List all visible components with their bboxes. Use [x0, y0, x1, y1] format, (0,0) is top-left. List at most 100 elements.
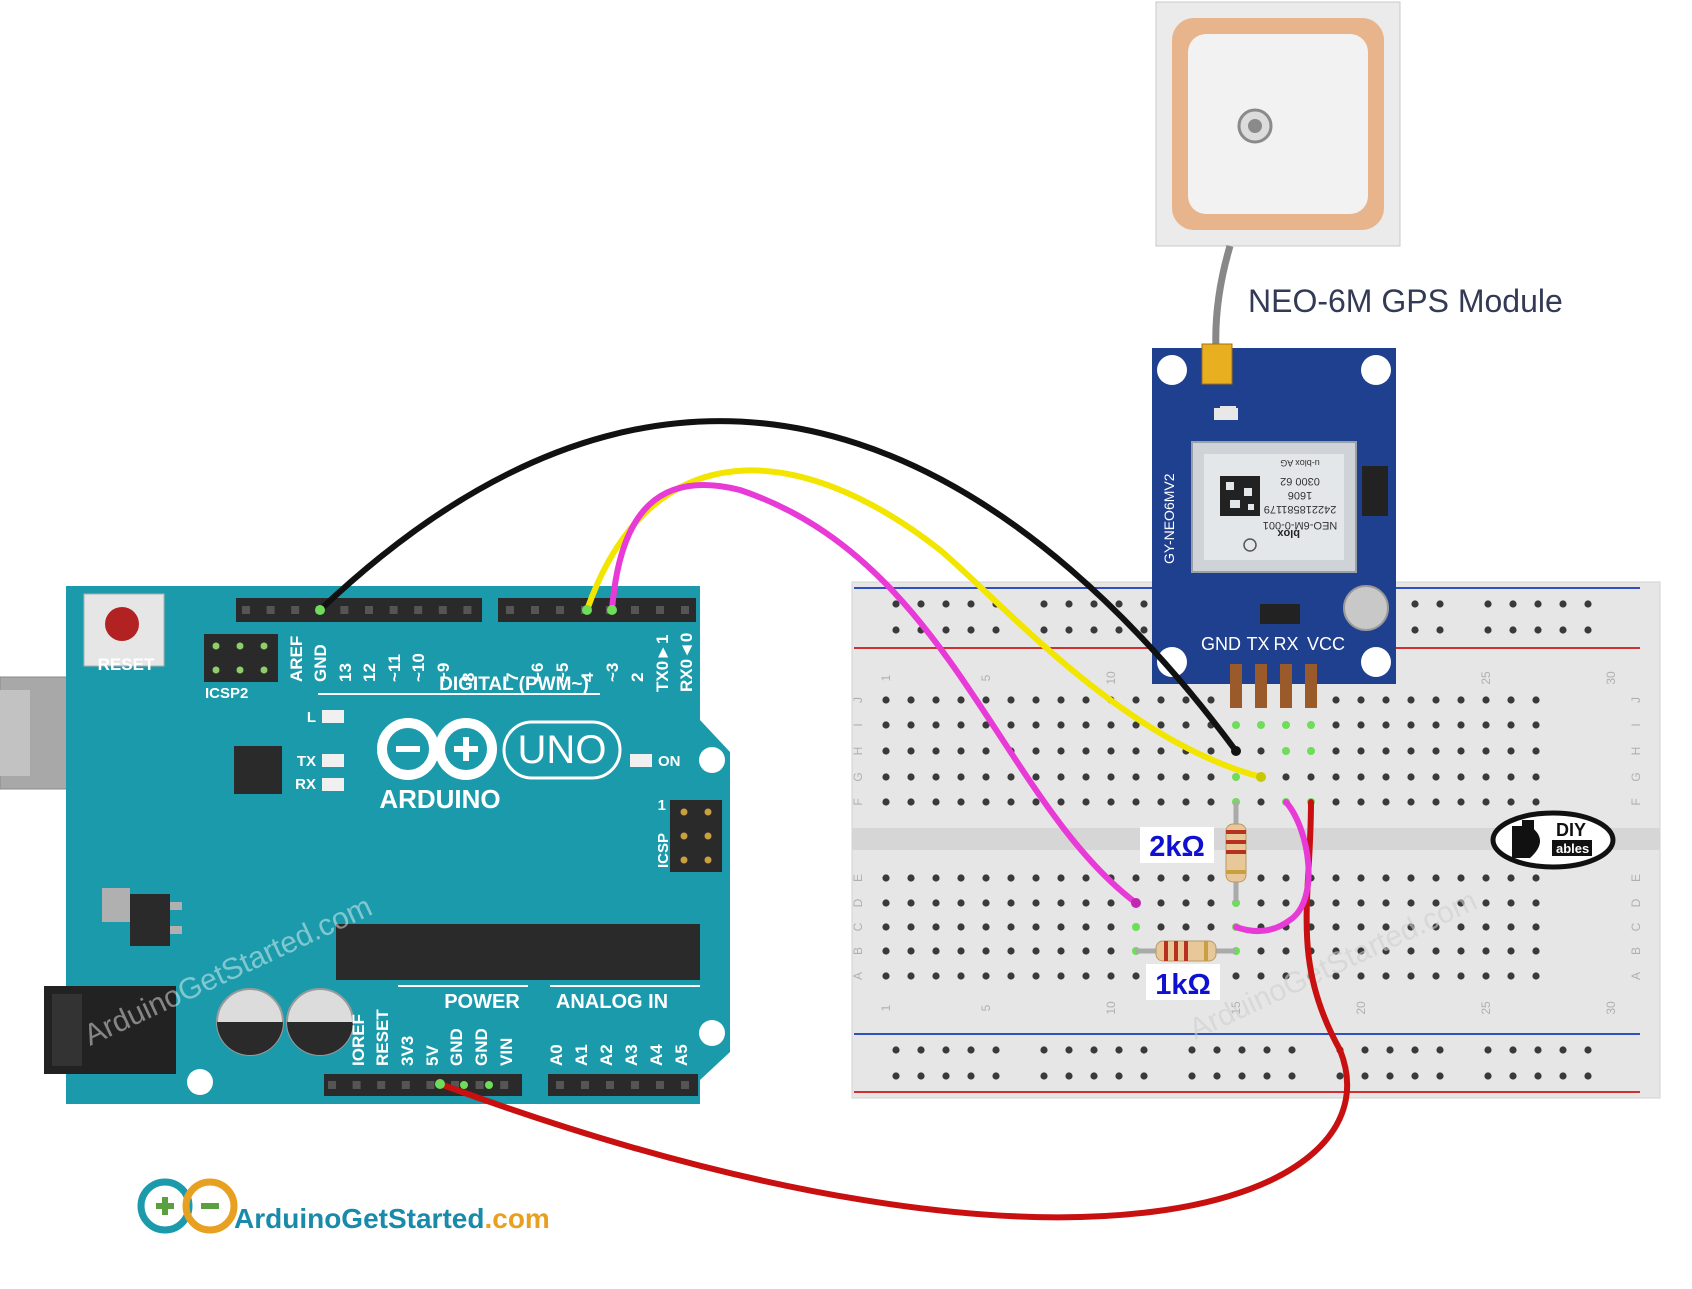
breadboard-hole: [982, 947, 990, 955]
breadboard-hole: [932, 899, 940, 907]
breadboard-hole: [1482, 747, 1490, 755]
breadboard-hole: [1157, 874, 1165, 882]
eeprom-chip: [1362, 466, 1388, 516]
breadboard-column-number: 30: [1604, 1001, 1618, 1015]
header-hole: [291, 606, 300, 614]
breadboard-hole: [882, 696, 890, 704]
breadboard-hole: [1407, 923, 1415, 931]
breadboard-labels: 115510101515202025253030JJIIHHGGFFEEDDCC…: [851, 671, 1643, 1015]
breadboard-hole: [1157, 899, 1165, 907]
breadboard-hole: [1507, 874, 1515, 882]
breadboard-hole: [1532, 972, 1540, 980]
rail-hole: [1115, 1072, 1123, 1080]
dc-jack-face: [52, 994, 82, 1066]
power-title: POWER: [444, 991, 520, 1013]
breadboard-hole: [1332, 773, 1340, 781]
header-hole: [656, 606, 664, 614]
gps-header-pins: [1230, 664, 1317, 708]
rail-hole: [992, 1046, 1000, 1054]
rail-hole: [1484, 1072, 1492, 1080]
breadboard-hole: [1082, 798, 1090, 806]
power-pin-label: IOREF: [349, 1014, 368, 1066]
breadboard-hole: [1382, 923, 1390, 931]
header-hole: [656, 1081, 664, 1089]
breadboard-hole: [1407, 947, 1415, 955]
rail-hole: [1188, 1072, 1196, 1080]
breadboard-column-number: 20: [1354, 1001, 1368, 1015]
breadboard-hole: [957, 721, 965, 729]
breadboard-row-letter: D: [1629, 898, 1643, 907]
breadboard-hole: [1082, 747, 1090, 755]
breadboard-hole: [882, 923, 890, 931]
breadboard-hole: [1357, 721, 1365, 729]
breadboard-hole: [1007, 899, 1015, 907]
rail-hole: [1411, 1072, 1419, 1080]
rail-hole: [1140, 626, 1148, 634]
breadboard-hole: [1332, 747, 1340, 755]
mounting-hole: [187, 1069, 213, 1095]
breadboard-hole: [1407, 747, 1415, 755]
breadboard-hole: [1432, 696, 1440, 704]
breadboard-hole: [1382, 721, 1390, 729]
rail-hole: [1288, 1072, 1296, 1080]
gps-board-label: GY-NEO6MV2: [1161, 473, 1177, 564]
gps-pin-label: GND: [1201, 634, 1241, 654]
breadboard-hole: [982, 798, 990, 806]
breadboard-hole: [982, 721, 990, 729]
breadboard-hole: [1532, 947, 1540, 955]
led-rx-label: RX: [295, 776, 316, 793]
rail-hole: [1213, 1072, 1221, 1080]
breadboard-hole: [957, 923, 965, 931]
rail-hole: [892, 1072, 900, 1080]
breadboard-hole: [932, 972, 940, 980]
rail-hole: [1436, 1046, 1444, 1054]
rail-hole: [967, 600, 975, 608]
resistor-2k-label: 2kΩ: [1140, 827, 1214, 863]
rail-hole: [917, 600, 925, 608]
digital-pin-label: GND: [311, 644, 330, 682]
rail-hole: [892, 626, 900, 634]
power-pin-label: VIN: [497, 1038, 516, 1066]
digital-pin-label: TX0►1: [653, 635, 672, 692]
diyables-logo: DIY ables: [1490, 810, 1616, 870]
breadboard-column-number: 30: [1604, 671, 1618, 685]
breadboard-row-letter: G: [1629, 772, 1643, 781]
rail-hole: [1090, 626, 1098, 634]
breadboard-hole: [1457, 874, 1465, 882]
breadboard-hole: [957, 747, 965, 755]
rail-hole: [1090, 600, 1098, 608]
breadboard-holes: [882, 600, 1592, 1080]
reset-button-cap[interactable]: [105, 607, 139, 641]
breadboard-hole: [907, 747, 915, 755]
breadboard-row-letter: C: [1629, 922, 1643, 931]
breadboard-hole: [1007, 923, 1015, 931]
svg-text:1kΩ: 1kΩ: [1155, 969, 1211, 1001]
breadboard-hole: [957, 773, 965, 781]
breadboard-hole: [907, 923, 915, 931]
breadboard-hole: [1157, 798, 1165, 806]
breadboard-hole: [982, 874, 990, 882]
breadboard-row-letter: J: [1629, 697, 1643, 703]
digital-pin-label: 13: [336, 663, 355, 682]
breadboard-hole: [907, 696, 915, 704]
breadboard-hole: [1057, 773, 1065, 781]
analog-pin-label: A1: [572, 1044, 591, 1066]
breadboard-hole: [1157, 721, 1165, 729]
breadboard-hole: [1057, 721, 1065, 729]
analog-header: [548, 1074, 698, 1096]
breadboard-hole: [1207, 798, 1215, 806]
gps-mount-hole: [1361, 355, 1391, 385]
digital-pin-label: ~3: [603, 663, 622, 682]
breadboard-hole: [1107, 721, 1115, 729]
breadboard-row-letter: I: [851, 723, 865, 726]
breadboard-hole: [1432, 923, 1440, 931]
wires: [317, 418, 1351, 1221]
chip-text-line: NEO-6M-0-001: [1263, 519, 1338, 531]
gps-mount-hole: [1361, 647, 1391, 677]
diyables-logo-top-text: DIY: [1556, 820, 1586, 840]
header-hole: [681, 1081, 689, 1089]
breadboard-hole: [1357, 923, 1365, 931]
breadboard-hole: [907, 947, 915, 955]
breadboard-hole: [1207, 747, 1215, 755]
header-hole: [328, 1081, 336, 1089]
